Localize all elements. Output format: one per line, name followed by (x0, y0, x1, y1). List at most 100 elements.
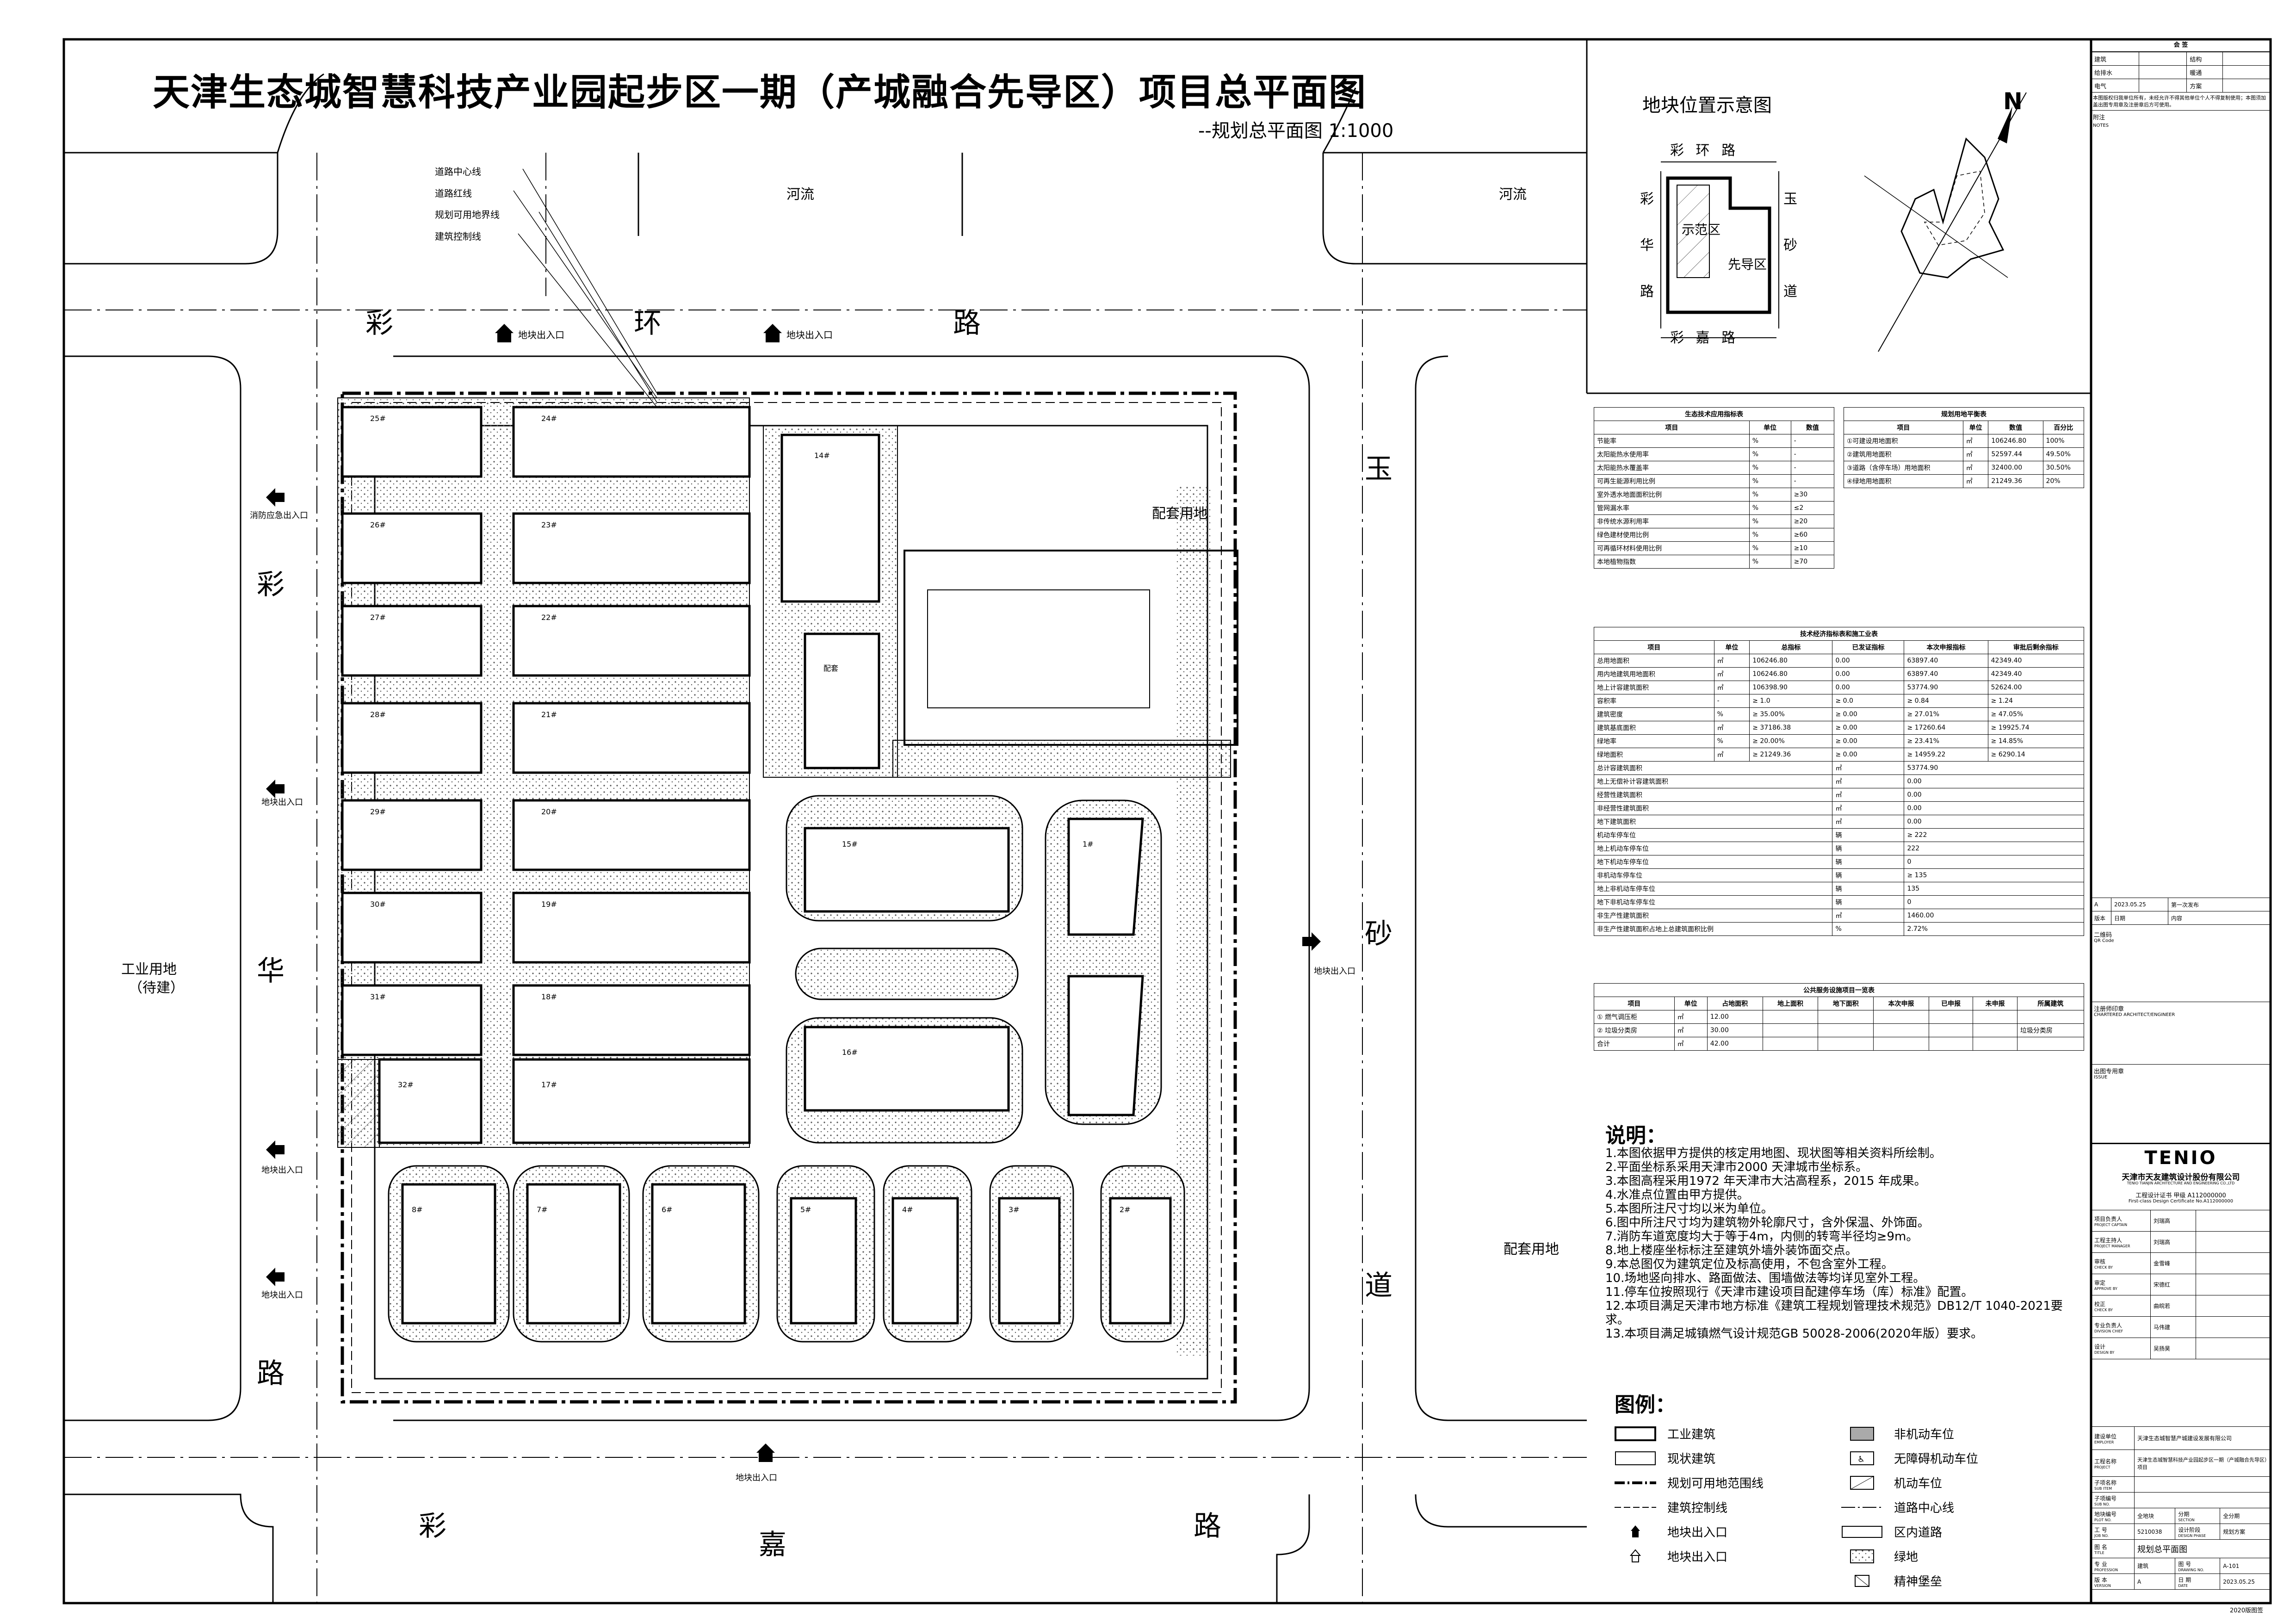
location-map (1660, 161, 1779, 338)
notes-heading: 说明： (1605, 1124, 1666, 1147)
industrial-land-note: （待建） (129, 980, 184, 996)
road-caihuan-1: 彩 (365, 307, 393, 340)
note-item: 11.停车位按照现行《天津市建设项目配建停车场（库）标准》配置。 (1605, 1285, 1974, 1299)
copyright-note: 本图版权归我单位所有，未经允许不得其他单位个人不得复制使用；本图须加盖出图专用章… (2091, 93, 2271, 111)
table-row: 非生产性建筑面积占地上总建筑面积比例%2.72% (1593, 922, 2084, 936)
entrance-arrows (266, 324, 1321, 1462)
svg-text:♿: ♿ (1857, 1455, 1865, 1464)
legend-label: 地块出入口 (1667, 1526, 1728, 1540)
north-label: N (2003, 88, 2023, 115)
legend-boundary-symbol (1615, 1481, 1656, 1484)
title-block-footer: 2020版图签 (2230, 1607, 2264, 1614)
remark-en: NOTES (2093, 123, 2109, 128)
landuse-table-title: 规划用地平衡表 (1844, 407, 2084, 421)
loc-road-bottom: 彩 嘉 路 (1670, 330, 1739, 346)
building-label: 29# (370, 807, 386, 816)
company-name: 天津市天友建筑设计股份有限公司 (2122, 1173, 2240, 1182)
legend-label: 工业建筑 (1667, 1428, 1716, 1442)
legend-label: 区内道路 (1894, 1526, 1943, 1540)
entrance-label: 地块出入口 (518, 329, 564, 341)
building-label: 2# (1120, 1205, 1131, 1214)
building-label: 21# (541, 710, 557, 719)
legend-existing-symbol (1615, 1451, 1656, 1465)
legend-label: 精神堡垒 (1894, 1575, 1943, 1589)
qr-label: 二维码 (2094, 932, 2112, 939)
building-label: 32# (398, 1080, 414, 1089)
eco-table-title: 生态技术应用指标表 (1594, 407, 1834, 421)
company-en: TENIO TIANJIN ARCHITECTURE AND ENGINEERI… (2127, 1181, 2235, 1185)
building-label: 22# (541, 613, 557, 622)
road-caijia-3: 路 (1194, 1510, 1221, 1542)
wind-rose-compass (1864, 92, 2027, 352)
callout-boundary: 规划可用地界线 (435, 209, 500, 220)
legend-label: 非机动车位 (1894, 1428, 1955, 1442)
table-row: 室外透水地面面积比例%≥30 (1594, 488, 1835, 502)
legend-fortress-symbol (1855, 1574, 1869, 1587)
building-label: 28# (370, 710, 386, 719)
eco-header: 数值 (1790, 421, 1835, 434)
entrance-label: 地块出入口 (261, 1290, 303, 1300)
callout-centerline: 道路中心线 (435, 166, 481, 177)
cert-2: First-class Design Certificate No.A11200… (2128, 1199, 2234, 1204)
building-label: 23# (541, 520, 557, 529)
table-row: 管网漏水率%≤2 (1594, 501, 1835, 515)
sign-table: 建筑结构 给排水暖通 电气方案 (2091, 52, 2271, 93)
table-row: 太阳能热水覆盖率%- (1594, 461, 1835, 475)
building-label: 17# (541, 1080, 557, 1089)
table-row: 可再生能源利用比例%- (1594, 474, 1835, 488)
building-label: 6# (662, 1205, 673, 1214)
road-caihua-2: 华 (257, 955, 285, 987)
table-row: 绿色建材使用比例%≥60 (1594, 528, 1835, 542)
legend-label: 现状建筑 (1667, 1452, 1716, 1466)
loc-road-left-2: 华 (1640, 237, 1654, 254)
loc-zone-pilot: 先导区 (1728, 257, 1767, 272)
table-row: 本地植物指数%≥70 (1594, 555, 1835, 569)
engineer-label: 注册师印章 (2094, 1006, 2124, 1013)
eco-header: 单位 (1749, 421, 1791, 434)
table-row: 太阳能热水使用率%- (1594, 447, 1835, 461)
legend-label: 绿地 (1894, 1550, 1918, 1564)
road-yusha-2: 砂 (1365, 918, 1392, 950)
building-label: 25# (370, 414, 386, 423)
legend-label: 建筑控制线 (1667, 1501, 1728, 1515)
south-building-greens (388, 1165, 1185, 1343)
service-table-title: 公共服务设施项目一览表 (1594, 983, 2084, 997)
cert-1: 工程设计证书 甲级 A112000000 (2135, 1192, 2226, 1199)
centre-buildings (780, 434, 880, 769)
legend-accessible-parking-symbol: ♿ (1850, 1451, 1874, 1465)
qr-en: QR Code (2094, 938, 2114, 943)
note-item: 8.地上楼座坐标标注至建筑外墙外装饰面交点。 (1605, 1244, 1857, 1258)
legend: 图例： 工业建筑 非机动车位 现状建筑 ♿无障碍机动车位 规划可用地范围线 机动… (1615, 1388, 2077, 1589)
table-row: 非机动车停车位辆≥ 135 (1593, 868, 2084, 882)
road-curbs (64, 152, 1587, 1603)
building-label: 5# (800, 1205, 811, 1214)
entrance-label: 地块出入口 (261, 1165, 303, 1175)
table-row: 非传统水源利用率%≥20 (1594, 514, 1835, 528)
tech-table: 技术经济指标表和施工业表 项目单位总指标 已发证指标本次申报指标审批后剩余指标 … (1593, 627, 2085, 936)
eco-table: 生态技术应用指标表 项目 单位 数值 节能率%- 太阳能热水使用率%- 太阳能热… (1594, 407, 1835, 569)
fire-entrance-label: 消防应急出入口 (250, 511, 308, 520)
road-yusha-1: 玉 (1365, 453, 1392, 485)
legend-label: 机动车位 (1894, 1477, 1943, 1491)
stamp-en: ISSUE (2094, 1075, 2108, 1080)
legend-label: 规划可用地范围线 (1667, 1477, 1764, 1491)
table-row: 建筑密度%≥ 35.00%≥ 0.00≥ 27.01%≥ 47.05% (1594, 707, 2085, 721)
engineer-en: CHARTERED ARCHITECT/ENGINEER (2094, 1012, 2175, 1017)
river-label-right: 河流 (1499, 186, 1527, 203)
location-map-title: 地块位置示意图 (1642, 95, 1772, 116)
legend-centerline-symbol (1841, 1506, 1883, 1508)
sign-head: 会 签 (2091, 39, 2271, 52)
note-item: 9.本总图仅为建筑定位及标高使用，不包含室外工程。 (1605, 1258, 1894, 1271)
table-row: 可再循环材料使用比例%≥10 (1594, 541, 1835, 555)
legend-entrance-symbol (1631, 1525, 1640, 1537)
